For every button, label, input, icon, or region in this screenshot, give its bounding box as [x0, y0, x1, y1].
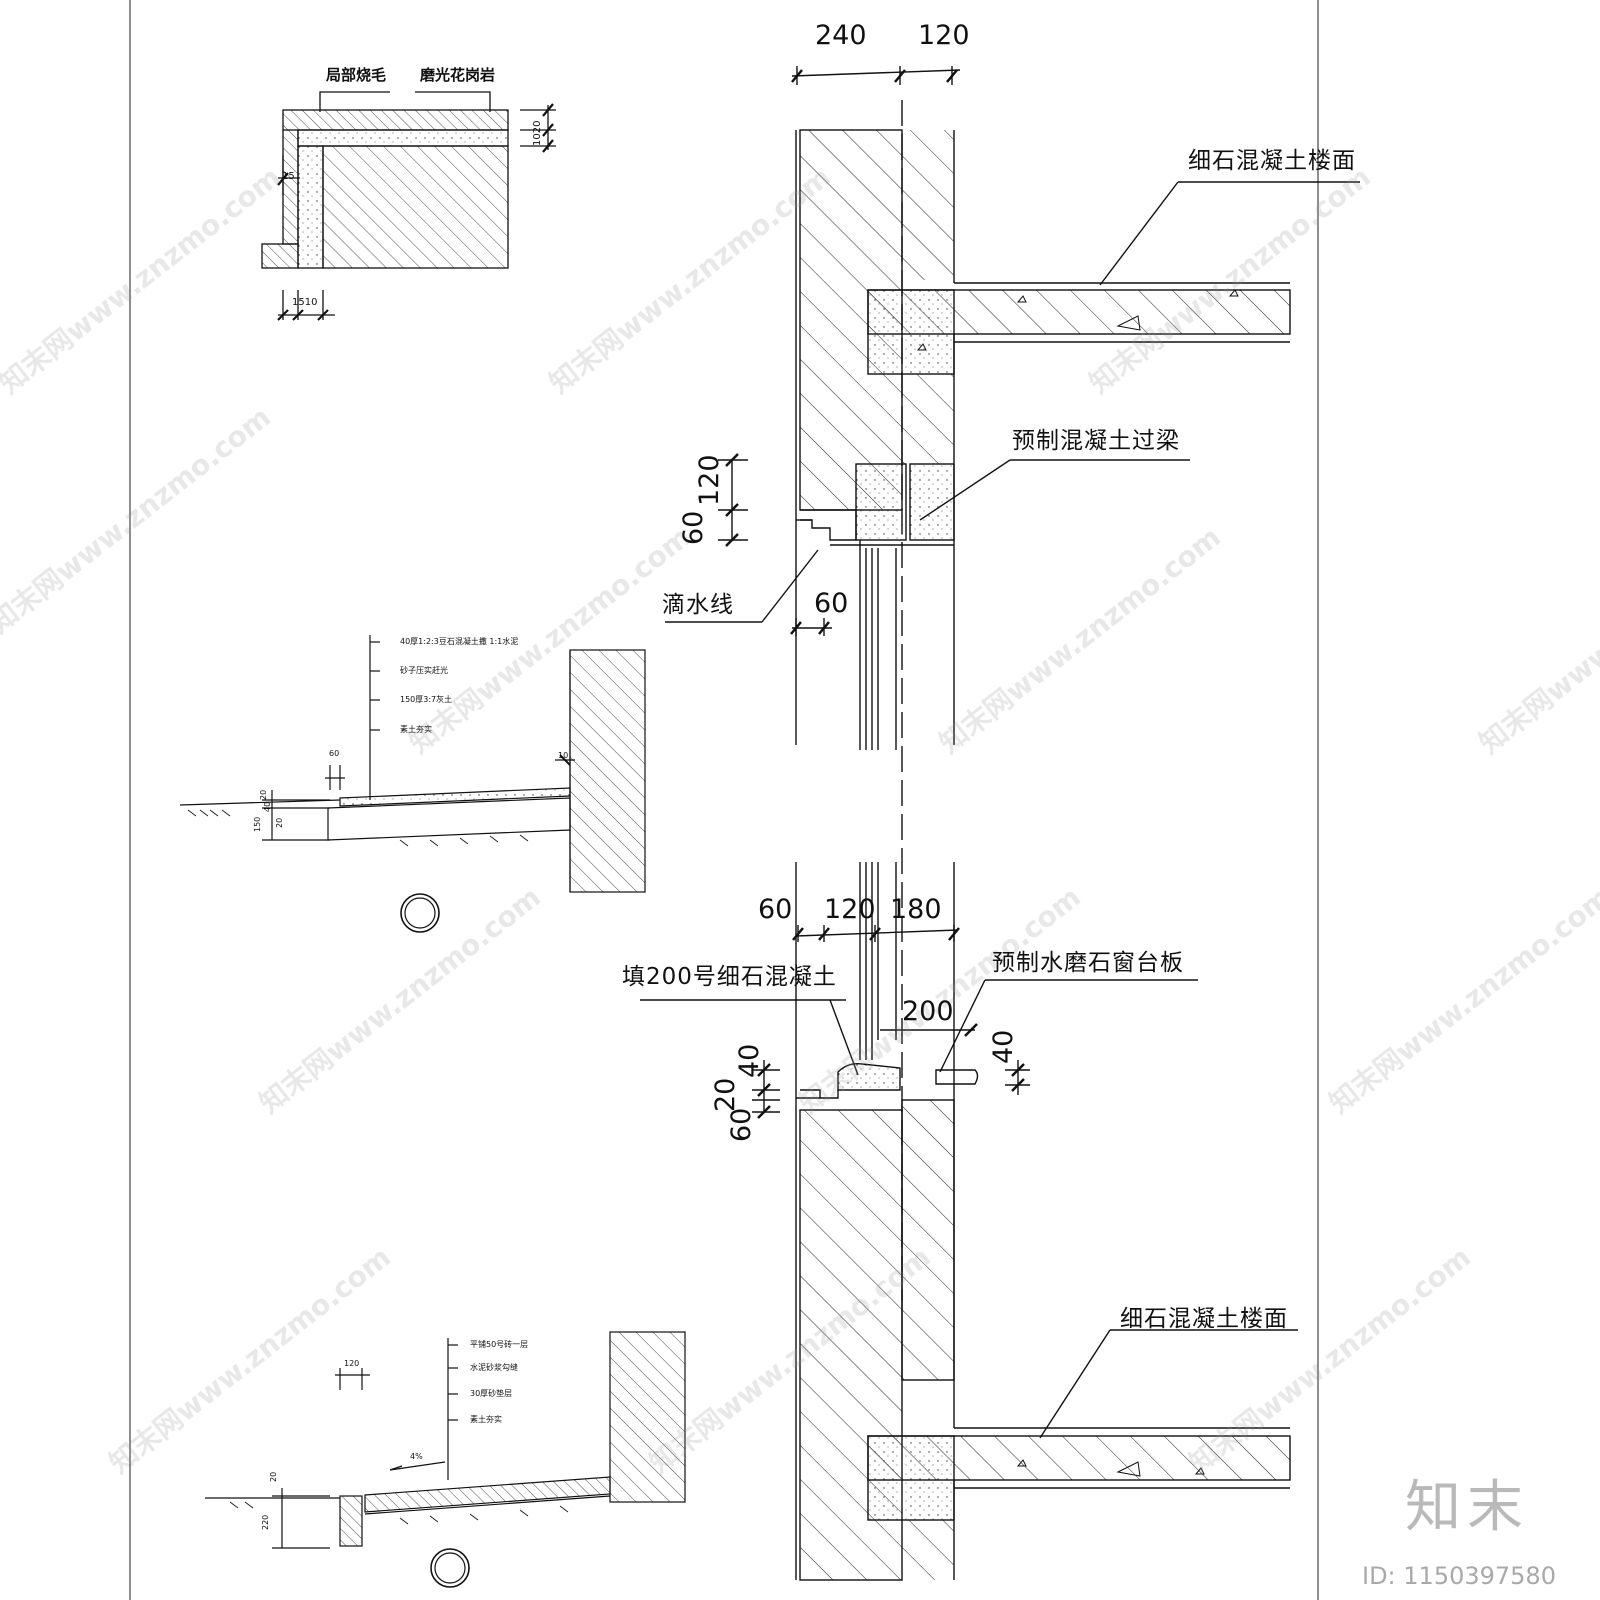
apron-dim-20b: 20: [275, 817, 284, 828]
dim-mid-180: 180: [890, 894, 942, 925]
page-frame: [129, 0, 1319, 1600]
granite-label-2: 磨光花岗岩: [420, 66, 496, 84]
dim-240: 240: [815, 20, 867, 51]
dim-120: 120: [918, 20, 970, 51]
paving-slope: 4%: [410, 1452, 423, 1461]
label-fill: 填200号细石混凝土: [622, 964, 837, 990]
aggregate-marks: [916, 289, 1239, 1477]
dim-sill-40: 40: [734, 1043, 765, 1078]
label-floor-bottom: 细石混凝土楼面: [1120, 1306, 1288, 1332]
apron-note-1: 40厚1:2:3豆石混凝土撒 1:1水泥: [400, 637, 519, 646]
main-wall-section: [640, 66, 1360, 1581]
paving-dim-20: 20: [269, 1471, 278, 1482]
apron-dim-150: 150: [253, 816, 262, 832]
granite-dim-1020: 1020: [532, 120, 543, 146]
dim-right-40: 40: [988, 1029, 1019, 1064]
label-floor-top: 细石混凝土楼面: [1188, 148, 1356, 174]
paving-note-2: 水泥砂浆勾缝: [470, 1363, 518, 1372]
apron-dim-40: 40: [263, 801, 272, 812]
granite-detail: [261, 91, 556, 321]
apron-note-4: 素土夯实: [400, 725, 432, 734]
image-id: ID: 1150397580: [1362, 1562, 1556, 1590]
dim-sill-60: 60: [726, 1107, 757, 1142]
apron-note-2: 砂子压实赶光: [400, 666, 448, 675]
brand-logo: 知末: [1405, 1475, 1529, 1540]
paving-note-1: 平铺50号砖一层: [470, 1340, 529, 1349]
label-sill: 预制水磨石窗台板: [992, 950, 1184, 976]
label-drip: 滴水线: [662, 592, 734, 618]
paving-dim-120: 120: [344, 1359, 360, 1368]
apron-dim-20: 20: [259, 789, 268, 800]
dim-mid-60: 60: [758, 894, 793, 925]
dim-left-60: 60: [678, 510, 709, 545]
paving-note-3: 30厚砂垫层: [470, 1389, 513, 1398]
dim-mid-120: 120: [824, 894, 876, 925]
paving-detail: [205, 1331, 686, 1588]
granite-dim-15: 15: [282, 171, 295, 182]
paving-note-4: 素土夯实: [470, 1415, 502, 1424]
dim-200: 200: [902, 996, 954, 1027]
paving-dim-220: 220: [261, 1514, 270, 1530]
granite-label-1: 局部烧毛: [326, 66, 387, 84]
apron-dim-10: 10: [558, 751, 569, 760]
dim-drip-60: 60: [814, 588, 849, 619]
apron-dim-60: 60: [329, 749, 340, 758]
apron-note-3: 150厚3:7灰土: [400, 695, 453, 704]
apron-detail: [179, 635, 646, 933]
label-lintel: 预制混凝土过梁: [1012, 428, 1180, 454]
granite-dim-1510: 1510: [292, 297, 318, 308]
dim-left-120: 120: [694, 454, 725, 506]
